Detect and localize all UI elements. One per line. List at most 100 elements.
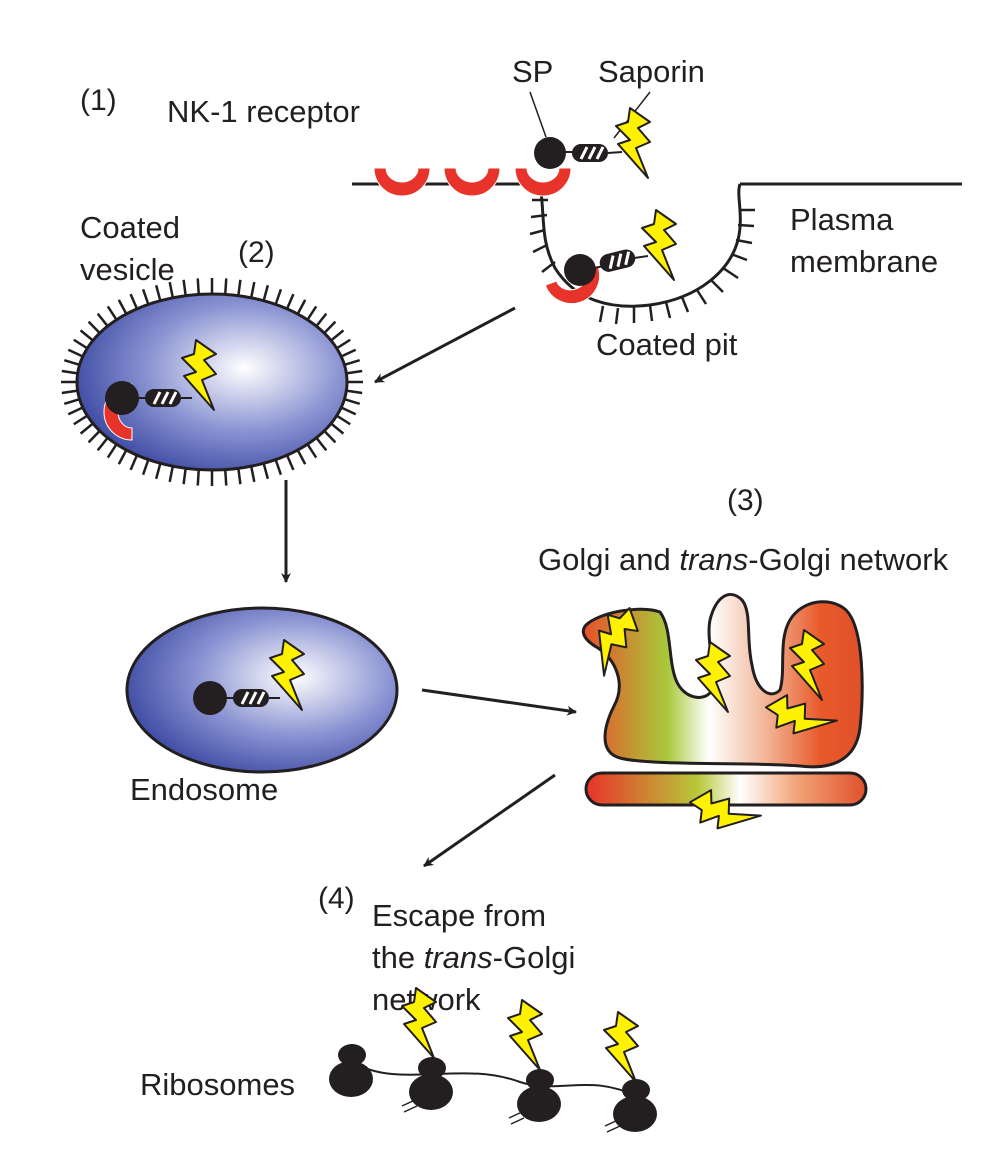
golgi-apparatus bbox=[576, 593, 868, 846]
coated-vesicle-label-1: Coated bbox=[80, 210, 180, 245]
clathrin-bristle bbox=[129, 293, 139, 310]
clathrin-bristle bbox=[154, 284, 162, 302]
clathrin-bristle bbox=[315, 437, 328, 452]
clathrin-bristle bbox=[330, 422, 345, 435]
coated-vesicle bbox=[61, 278, 363, 486]
nk1-receptor-2 bbox=[443, 167, 501, 197]
clathrin-bristle bbox=[96, 312, 109, 327]
clathrin-bristle bbox=[63, 397, 80, 406]
clathrin-bristle bbox=[168, 281, 175, 299]
saporin-toxin bbox=[603, 1011, 639, 1083]
escape-label-1: Escape from bbox=[372, 898, 546, 933]
pathway-arrows bbox=[281, 306, 577, 868]
clathrin-bristle bbox=[182, 468, 187, 485]
clathrin-bristle bbox=[168, 465, 175, 483]
golgi-network-label: Golgi and trans-Golgi network bbox=[538, 542, 949, 577]
clathrin-bristle bbox=[296, 299, 307, 315]
clathrin-bristle bbox=[249, 281, 256, 299]
clathrin-bristle bbox=[249, 465, 256, 483]
saporin-toxin bbox=[615, 107, 651, 179]
clathrin-bristle bbox=[306, 305, 318, 321]
ribosome bbox=[409, 1057, 453, 1110]
clathrin-bristle bbox=[330, 329, 345, 342]
clathrin-bristle bbox=[344, 358, 361, 367]
ribosomes-label: Ribosomes bbox=[140, 1067, 295, 1102]
plasma-membrane bbox=[352, 182, 962, 325]
clathrin-bristle bbox=[306, 443, 318, 459]
sp-ligand bbox=[193, 681, 227, 715]
clathrin-bristle bbox=[196, 278, 201, 295]
clathrin-bristle bbox=[79, 329, 94, 342]
clathrin-bristle bbox=[61, 369, 78, 375]
clathrin-bristle bbox=[67, 348, 84, 358]
sp-saporin-conjugate-pit bbox=[544, 209, 677, 312]
clathrin-bristle bbox=[141, 288, 150, 305]
clathrin-bristle bbox=[87, 430, 101, 444]
clathrin-bristle bbox=[336, 414, 351, 426]
saporin-toxin bbox=[641, 209, 677, 281]
clathrin-bristle bbox=[106, 305, 118, 321]
sp-label: SP bbox=[512, 54, 553, 89]
clathrin-bristle bbox=[340, 348, 357, 358]
arrow-golgi-to-escape bbox=[423, 773, 556, 868]
clathrin-bristle bbox=[344, 397, 361, 406]
escape-label-2: the trans-Golgi bbox=[372, 940, 575, 975]
ribosome bbox=[517, 1069, 561, 1122]
step-4-label: (4) bbox=[318, 882, 355, 915]
coated-pit-label: Coated pit bbox=[596, 327, 738, 362]
clathrin-bristle bbox=[323, 430, 337, 444]
clathrin-bristle bbox=[336, 338, 351, 350]
clathrin-bristle bbox=[274, 288, 283, 305]
clathrin-bristle bbox=[61, 389, 78, 395]
mrna-strand bbox=[351, 1061, 641, 1099]
sp-ligand bbox=[105, 381, 139, 415]
clathrin-bristle bbox=[117, 299, 128, 315]
nk1-receptor-label: NK-1 receptor bbox=[167, 94, 360, 129]
sp-ligand bbox=[534, 137, 566, 169]
clathrin-bristle bbox=[182, 279, 187, 296]
clathrin-bristle bbox=[262, 284, 270, 302]
clathrin-bristle bbox=[87, 320, 101, 334]
clathrin-bristle bbox=[141, 459, 150, 476]
clathrin-bristle bbox=[96, 437, 109, 452]
clathrin-bristle bbox=[196, 469, 201, 486]
clathrin-bristle bbox=[237, 279, 242, 296]
plasma-membrane-label-2: membrane bbox=[790, 244, 938, 279]
arrow-endosome-to-golgi bbox=[421, 688, 577, 716]
clathrin-bristle bbox=[340, 406, 357, 416]
nk1-receptor-3 bbox=[514, 167, 572, 197]
ribosome bbox=[329, 1044, 373, 1097]
endosome bbox=[125, 606, 399, 774]
clathrin-bristle bbox=[106, 443, 118, 459]
clathrin-bristle bbox=[154, 462, 162, 480]
clathrin-bristle bbox=[223, 469, 228, 486]
clathrin-bristle bbox=[274, 459, 283, 476]
ribosome bbox=[613, 1079, 657, 1132]
plasma-membrane-label-1: Plasma bbox=[790, 202, 894, 237]
arrow-pit-to-vesicle bbox=[374, 306, 516, 384]
step-1-label: (1) bbox=[80, 84, 117, 117]
clathrin-bristle bbox=[79, 422, 94, 435]
saporin-label: Saporin bbox=[598, 54, 705, 89]
clathrin-bristle bbox=[73, 414, 88, 426]
saporin-toxin bbox=[507, 999, 543, 1071]
step-3-label: (3) bbox=[727, 484, 764, 517]
sp-saporin-conjugate-membrane bbox=[529, 91, 651, 179]
clathrin-bristle bbox=[285, 293, 295, 310]
clathrin-bristle bbox=[346, 389, 363, 395]
endosome-label: Endosome bbox=[130, 772, 278, 807]
coated-vesicle-label-2: vesicle bbox=[80, 252, 175, 287]
clathrin-bristle bbox=[296, 449, 307, 465]
clathrin-bristle bbox=[129, 454, 139, 471]
clathrin-bristle bbox=[262, 462, 270, 480]
clathrin-bristle bbox=[285, 454, 295, 471]
clathrin-bristle bbox=[73, 338, 88, 350]
clathrin-bristle bbox=[346, 369, 363, 375]
nk1-receptor-1 bbox=[373, 167, 431, 197]
clathrin-bristle bbox=[237, 468, 242, 485]
clathrin-bristle bbox=[117, 449, 128, 465]
step-2-label: (2) bbox=[238, 236, 275, 269]
ribosomes-mrna bbox=[329, 987, 657, 1133]
clathrin-bristle bbox=[223, 278, 228, 295]
